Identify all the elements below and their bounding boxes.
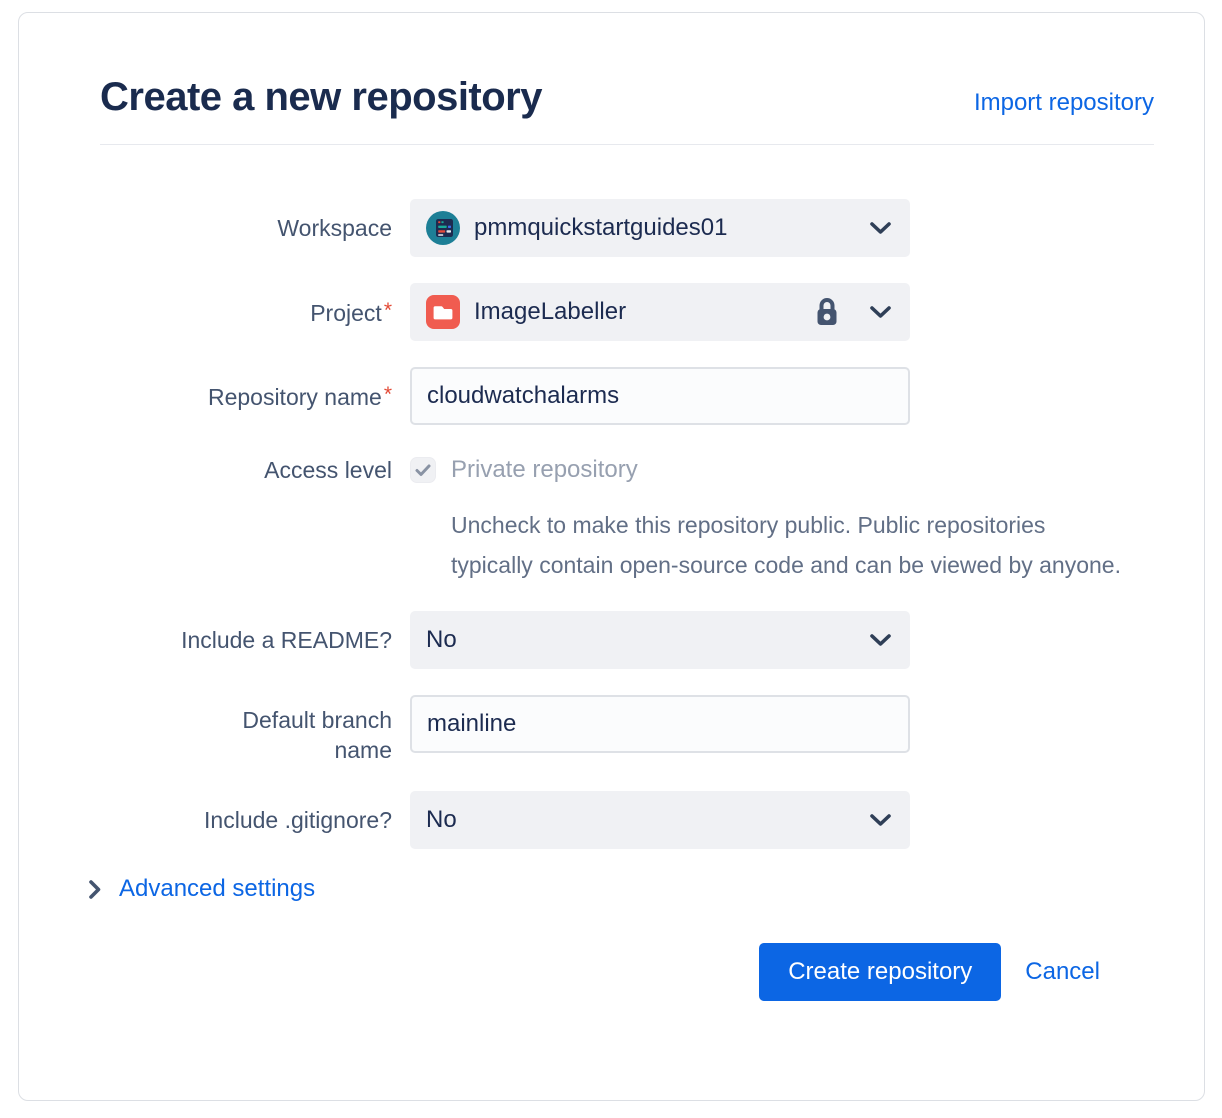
workspace-row: Workspace [82, 199, 1154, 257]
include-gitignore-row: Include .gitignore? No [82, 791, 1154, 849]
checkmark-icon [415, 464, 431, 476]
chevron-down-icon [869, 633, 892, 648]
project-label: Project* [310, 299, 392, 326]
private-repository-checkbox[interactable] [410, 457, 436, 483]
chevron-down-icon [869, 305, 892, 320]
include-readme-value: No [426, 626, 457, 653]
private-repository-label: Private repository [451, 456, 638, 483]
create-repository-button[interactable]: Create repository [759, 943, 1002, 1001]
create-repository-form: Workspace [82, 199, 1154, 1001]
default-branch-input[interactable] [410, 695, 910, 753]
lock-icon [813, 296, 841, 328]
default-branch-row: Default branch name [82, 695, 1154, 765]
include-gitignore-value: No [426, 806, 457, 833]
include-readme-select[interactable]: No [410, 611, 910, 669]
include-gitignore-select[interactable]: No [410, 791, 910, 849]
workspace-value: pmmquickstartguides01 [474, 214, 728, 241]
import-repository-link[interactable]: Import repository [973, 89, 1154, 116]
chevron-down-icon [869, 221, 892, 236]
access-level-label: Access level [264, 457, 392, 483]
header-divider [100, 144, 1154, 145]
repository-name-input[interactable] [410, 367, 910, 425]
include-readme-label: Include a README? [181, 627, 392, 653]
chevron-right-icon [89, 879, 101, 899]
project-folder-icon [426, 295, 460, 329]
default-branch-label: Default branch name [242, 707, 392, 763]
include-readme-row: Include a README? No [82, 611, 1154, 669]
repository-name-label: Repository name* [207, 383, 392, 410]
chevron-down-icon [869, 813, 892, 828]
repository-name-row: Repository name* [82, 367, 1154, 425]
project-value: ImageLabeller [474, 298, 627, 325]
access-level-help-text: Uncheck to make this repository public. … [451, 512, 1121, 578]
cancel-button[interactable]: Cancel [1025, 958, 1100, 985]
required-marker: * [383, 383, 392, 406]
project-row: Project* ImageLabeller [82, 283, 1154, 341]
dialog-actions: Create repository Cancel [82, 943, 1154, 1001]
advanced-settings-label: Advanced settings [119, 875, 316, 902]
advanced-settings-toggle[interactable]: Advanced settings [88, 875, 1154, 903]
page-title: Create a new repository [100, 75, 543, 119]
access-level-row: Access level Private repository Uncheck … [82, 451, 1154, 585]
include-gitignore-label: Include .gitignore? [204, 807, 392, 833]
workspace-avatar-icon [426, 211, 460, 245]
required-marker: * [383, 299, 392, 322]
project-select[interactable]: ImageLabeller [410, 283, 910, 341]
workspace-label: Workspace [277, 215, 392, 241]
workspace-select[interactable]: pmmquickstartguides01 [410, 199, 910, 257]
create-repository-dialog: Create a new repository Import repositor… [18, 12, 1205, 1101]
dialog-header: Create a new repository Import repositor… [82, 75, 1154, 120]
